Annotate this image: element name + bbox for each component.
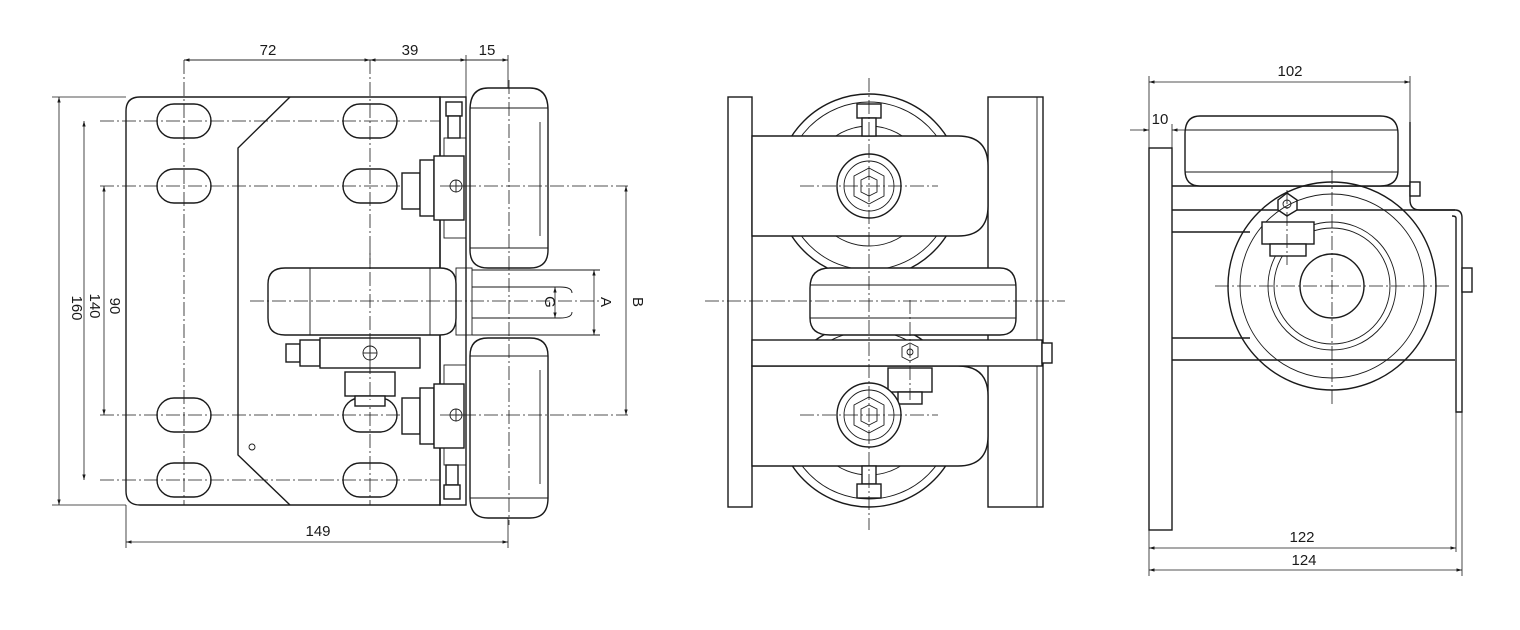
dim-90: 90	[106, 298, 123, 315]
dim-102: 102	[1277, 63, 1302, 80]
bent-bracket	[1409, 122, 1463, 413]
left-flange	[727, 96, 753, 508]
dim-124: 124	[1291, 552, 1316, 569]
dim-149: 149	[305, 523, 330, 540]
pin-hole	[248, 443, 256, 451]
dim-39: 39	[402, 42, 419, 59]
guide-rail	[472, 286, 573, 319]
center-view	[705, 78, 1065, 530]
middle-wheel-side	[809, 267, 1017, 336]
dim-72: 72	[260, 42, 277, 59]
dim-10: 10	[1152, 111, 1169, 128]
base-plate	[125, 96, 441, 506]
front-view: 72 39 15 160 140 90 149 G A B	[52, 42, 646, 548]
dim-15: 15	[479, 42, 496, 59]
end-view: 102 10 122 124	[1130, 63, 1473, 576]
dim-B: B	[629, 297, 646, 307]
dim-G: G	[541, 296, 558, 308]
end-top-wheel	[1184, 115, 1399, 187]
dim-140: 140	[86, 293, 103, 318]
dim-160: 160	[68, 295, 85, 320]
end-base-plate	[1148, 147, 1173, 531]
middle-wheel	[267, 267, 457, 336]
dim-122: 122	[1289, 529, 1314, 546]
dim-A: A	[597, 297, 614, 307]
